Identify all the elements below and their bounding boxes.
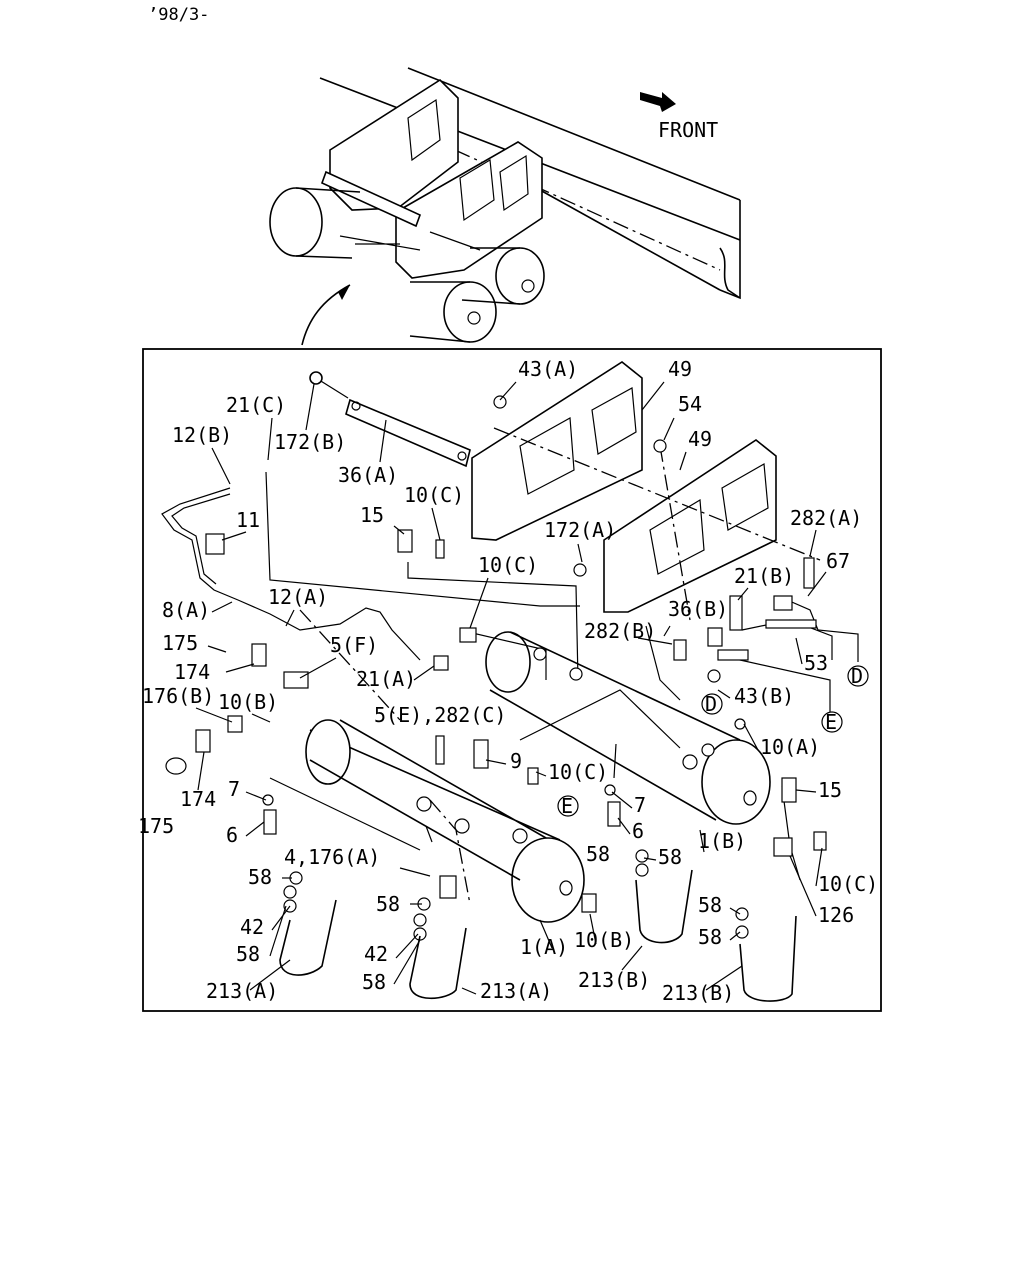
callout-10a: 10(A): [760, 735, 820, 759]
callout-36b: 36(B): [668, 597, 728, 621]
callout-58: 58: [248, 865, 272, 889]
callout-58: 58: [698, 925, 722, 949]
callout-54: 54: [678, 392, 702, 416]
detail-frame: [142, 348, 882, 1012]
callout-49: 49: [688, 427, 712, 451]
callout-58: 58: [658, 845, 682, 869]
callout-12a: 12(A): [268, 585, 328, 609]
callout-42: 42: [364, 942, 388, 966]
callout-21c: 21(C): [226, 393, 286, 417]
callout-8a: 8(A): [162, 598, 210, 622]
callout-282a: 282(A): [790, 506, 862, 530]
callout-213a: 213(A): [206, 979, 278, 1003]
callout-172a: 172(A): [544, 518, 616, 542]
callout-176b: 176(B): [142, 684, 214, 708]
callout-213a: 213(A): [480, 979, 552, 1003]
ref-d-mid: D: [705, 692, 717, 716]
callout-15: 15: [818, 778, 842, 802]
callout-213b: 213(B): [578, 968, 650, 992]
callout-10b: 10(B): [218, 690, 278, 714]
callout-58: 58: [362, 970, 386, 994]
callout-126: 126: [818, 903, 854, 927]
front-indicator: FRONT: [640, 92, 718, 142]
leader-lines: [195, 381, 827, 995]
callout-174: 174: [174, 660, 210, 684]
callout-21b: 21(B): [734, 564, 794, 588]
callout-10c: 10(C): [404, 483, 464, 507]
callout-5f: 5(F): [330, 633, 378, 657]
date-code: ’98/3-: [148, 5, 209, 25]
callout-175: 175: [138, 814, 174, 838]
detail-drawing: [161, 361, 859, 1002]
callout-42: 42: [240, 915, 264, 939]
callout-6: 6: [226, 823, 238, 847]
callout-213b: 213(B): [662, 981, 734, 1005]
front-label: FRONT: [658, 118, 718, 142]
callout-43a: 43(A): [518, 357, 578, 381]
ref-circles: D D E E: [557, 664, 869, 818]
callout-43b: 43(B): [734, 684, 794, 708]
callout-174: 174: [180, 787, 216, 811]
callout-6: 6: [632, 819, 644, 843]
callout-175: 175: [162, 631, 198, 655]
callout-10c: 10(C): [548, 760, 608, 784]
callout-49: 49: [668, 357, 692, 381]
ref-e-right: E: [825, 710, 837, 734]
callout-4-176a: 4,176(A): [284, 845, 380, 869]
callout-58: 58: [376, 892, 400, 916]
callout-58: 58: [586, 842, 610, 866]
callout-10c: 10(C): [818, 872, 878, 896]
callout-9: 9: [510, 749, 522, 773]
callout-10c: 10(C): [478, 553, 538, 577]
callout-172b: 172(B): [274, 430, 346, 454]
ref-d-right: D: [851, 664, 863, 688]
callout-7: 7: [634, 793, 646, 817]
callout-21a: 21(A): [356, 667, 416, 691]
callout-labels: 43(A) 49 54 49 21(C) 12(B) 172(B) 36(A) …: [138, 357, 878, 1005]
callout-11: 11: [236, 508, 260, 532]
callout-53: 53: [804, 651, 828, 675]
callout-58: 58: [698, 893, 722, 917]
callout-58: 58: [236, 942, 260, 966]
callout-36a: 36(A): [338, 463, 398, 487]
callout-67: 67: [826, 549, 850, 573]
callout-1a: 1(A): [520, 935, 568, 959]
callout-7: 7: [228, 777, 240, 801]
callout-12b: 12(B): [172, 423, 232, 447]
overview-assembly: [269, 67, 741, 346]
callout-10b: 10(B): [574, 928, 634, 952]
front-arrow-icon: [640, 92, 676, 112]
callout-5e-282c: 5(E),282(C): [374, 703, 506, 727]
ref-e-mid: E: [561, 794, 573, 818]
callout-15: 15: [360, 503, 384, 527]
callout-1b: 1(B): [698, 829, 746, 853]
